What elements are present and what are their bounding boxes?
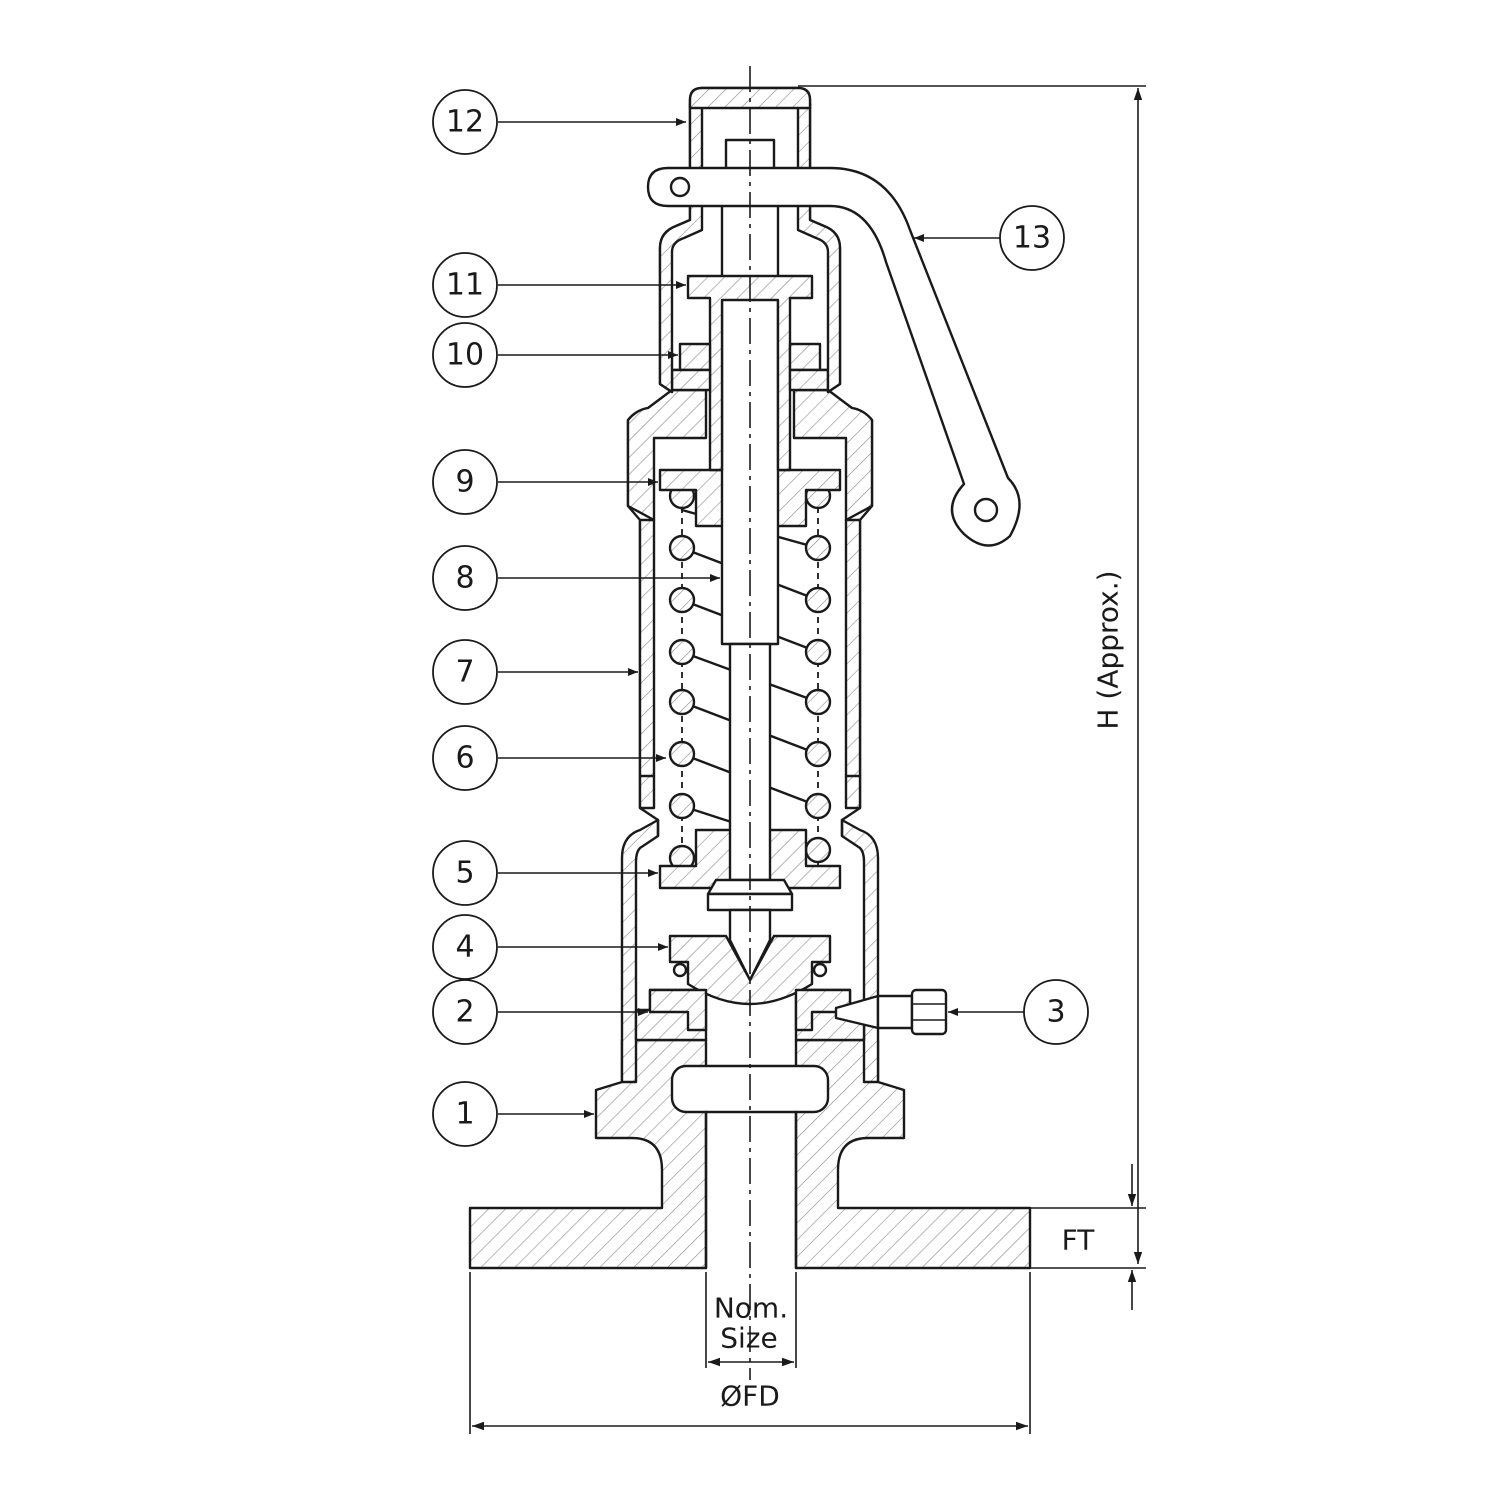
callout-6: 6 — [432, 725, 498, 791]
dim-fd-label: ØFD — [720, 1380, 780, 1413]
dimension-flange-thickness: FT — [1062, 1164, 1137, 1310]
inlet-flange-right — [794, 1038, 1032, 1270]
lifting-lever — [646, 166, 1021, 547]
dimension-flange-diameter: ØFD — [469, 1272, 1031, 1434]
inlet-flange — [468, 1038, 708, 1270]
callout-leaders — [498, 118, 1024, 1118]
callout-12: 12 — [432, 89, 498, 155]
lever-handle-hole — [973, 497, 999, 523]
svg-text:12: 12 — [446, 105, 484, 140]
disc-ring-right — [812, 962, 828, 978]
svg-text:10: 10 — [446, 338, 484, 373]
svg-text:4: 4 — [455, 930, 474, 965]
adjusting-screw — [686, 274, 814, 472]
callout-2: 2 — [432, 979, 498, 1045]
callout-1: 1 — [432, 1081, 498, 1147]
dimension-height: H (Approx.) — [798, 85, 1146, 1269]
lever-pin-hole — [669, 176, 691, 198]
svg-text:13: 13 — [1013, 221, 1051, 256]
housing-wall-left — [638, 518, 656, 810]
callout-9: 9 — [432, 449, 498, 515]
svg-text:7: 7 — [455, 655, 474, 690]
disc-ring-left — [672, 962, 688, 978]
svg-text:3: 3 — [1046, 995, 1065, 1030]
svg-text:9: 9 — [455, 465, 474, 500]
spring-housing — [626, 368, 874, 838]
bonnet-boss-right — [788, 368, 830, 392]
callout-3: 3 — [1023, 979, 1089, 1045]
svg-text:5: 5 — [455, 856, 474, 891]
callout-4: 4 — [432, 914, 498, 980]
svg-text:1: 1 — [455, 1097, 474, 1132]
dimension-nominal-size: Nom. Size — [705, 1272, 797, 1368]
housing-wall-right — [844, 518, 862, 810]
svg-text:8: 8 — [455, 561, 474, 596]
callout-11: 11 — [432, 252, 498, 318]
callout-5: 5 — [432, 840, 498, 906]
housing-top-left — [626, 388, 708, 522]
dim-nom-label-2: Size — [720, 1322, 777, 1355]
lock-nut-right — [788, 342, 822, 372]
dim-ft-label: FT — [1062, 1224, 1096, 1257]
bonnet-boss-left — [670, 368, 712, 392]
callout-bubbles: 12 13 11 10 9 8 7 6 — [432, 89, 1089, 1147]
callout-13: 13 — [999, 205, 1065, 271]
lock-screw — [834, 988, 948, 1036]
callout-8: 8 — [432, 545, 498, 611]
callout-10: 10 — [432, 322, 498, 388]
svg-text:11: 11 — [446, 268, 484, 303]
housing-top-right — [792, 388, 874, 522]
dim-nom-label-1: Nom. — [714, 1292, 788, 1325]
lock-nut-left — [678, 342, 712, 372]
callout-7: 7 — [432, 639, 498, 705]
svg-text:6: 6 — [455, 741, 474, 776]
dim-height-label: H (Approx.) — [1092, 570, 1125, 729]
svg-text:2: 2 — [455, 995, 474, 1030]
